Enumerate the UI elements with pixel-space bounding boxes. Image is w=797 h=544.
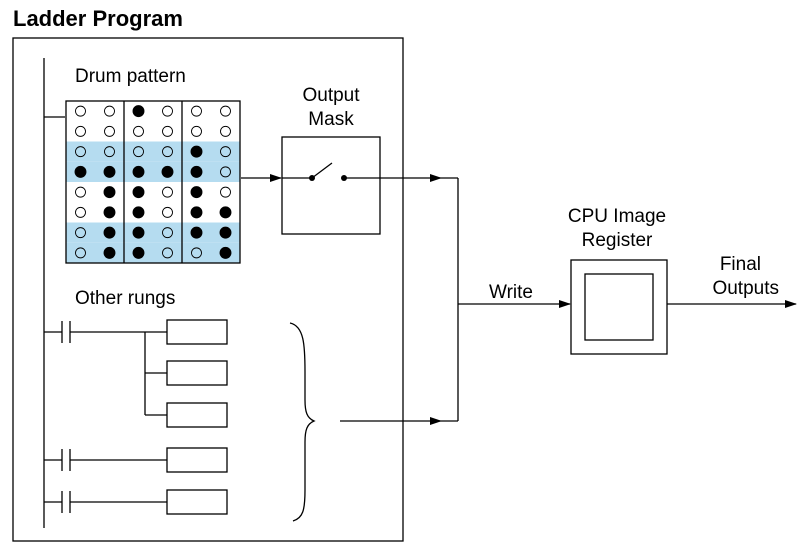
drum-bit-on — [103, 246, 116, 259]
drum-bit-on — [103, 165, 116, 178]
drum-highlight-row — [66, 141, 240, 162]
drum-bit-on — [190, 226, 203, 239]
drum-bit-off — [75, 227, 86, 239]
drum-pattern-grid — [65, 100, 241, 264]
drum-bit-on — [190, 165, 203, 178]
drum-bit-on — [190, 186, 203, 199]
ladder-program-frame — [12, 37, 404, 542]
drum-bit-off — [162, 186, 173, 198]
drum-bit-off — [162, 146, 173, 158]
drum-highlight-row — [66, 222, 240, 243]
drum-bit-off — [220, 146, 231, 158]
other-rungs-label: Other rungs — [75, 288, 175, 309]
drum-bit-off — [191, 105, 202, 117]
ladder-rung-branched — [44, 319, 228, 428]
drum-bit-off — [191, 125, 202, 137]
ladder-rung-2 — [44, 447, 228, 473]
drum-bit-on — [103, 186, 116, 199]
drum-bit-off — [75, 186, 86, 198]
drum-bit-off — [191, 247, 202, 259]
ladder-program-title: Ladder Program — [13, 6, 183, 31]
final-outputs-label-line1: Final — [720, 254, 761, 275]
output-mask-label-line2: Mask — [308, 109, 354, 130]
rungs-brace — [289, 322, 316, 522]
drum-bit-off — [162, 206, 173, 218]
ladder-rung-3 — [44, 489, 228, 515]
output-mask-box — [281, 136, 381, 235]
drum-frame — [65, 100, 241, 264]
drum-bit-off — [162, 125, 173, 137]
drum-bit-off — [104, 105, 115, 117]
drum-bit-on — [132, 105, 145, 118]
coil-box — [166, 489, 228, 515]
drum-bit-on — [103, 206, 116, 219]
drum-bit-off — [133, 125, 144, 137]
drum-bit-off — [162, 247, 173, 259]
drum-bit-on — [74, 165, 87, 178]
drum-bit-off — [220, 186, 231, 198]
drum-highlight-row — [66, 242, 240, 263]
drum-bit-on — [103, 226, 116, 239]
drum-bit-on — [161, 165, 174, 178]
coil-box — [166, 402, 228, 428]
drum-bit-off — [75, 146, 86, 158]
drum-bit-off — [220, 166, 231, 178]
coil-box — [166, 319, 228, 345]
drum-bit-on — [219, 226, 232, 239]
output-mask-label-line1: Output — [302, 85, 360, 106]
drum-bit-off — [75, 125, 86, 137]
drum-bit-on — [132, 246, 145, 259]
drum-bit-on — [219, 246, 232, 259]
write-label: Write — [489, 282, 533, 303]
drum-bit-off — [220, 105, 231, 117]
drum-bit-off — [162, 105, 173, 117]
drum-bit-on — [132, 206, 145, 219]
coil-box — [166, 447, 228, 473]
cpu-image-label-line2: Register — [582, 230, 653, 251]
drum-bit-on — [219, 206, 232, 219]
drum-bit-on — [132, 165, 145, 178]
drum-bit-on — [190, 145, 203, 158]
cpu-image-register-inner — [584, 273, 654, 341]
drum-bit-off — [75, 247, 86, 259]
final-outputs-label-line2: Outputs — [712, 278, 779, 299]
drum-bit-off — [162, 227, 173, 239]
drum-bit-off — [75, 105, 86, 117]
mask-switch-icon — [282, 162, 380, 181]
drum-bit-off — [104, 146, 115, 158]
drum-bit-off — [220, 125, 231, 137]
drum-bit-on — [132, 186, 145, 199]
coil-box — [166, 360, 228, 386]
cpu-image-label-line1: CPU Image — [568, 206, 666, 227]
drum-bit-off — [75, 206, 86, 218]
drum-pattern-label: Drum pattern — [75, 66, 186, 87]
drum-bit-on — [190, 206, 203, 219]
drum-bit-off — [133, 146, 144, 158]
drum-bit-on — [132, 226, 145, 239]
drum-highlight-row — [66, 161, 240, 182]
drum-bit-off — [104, 125, 115, 137]
